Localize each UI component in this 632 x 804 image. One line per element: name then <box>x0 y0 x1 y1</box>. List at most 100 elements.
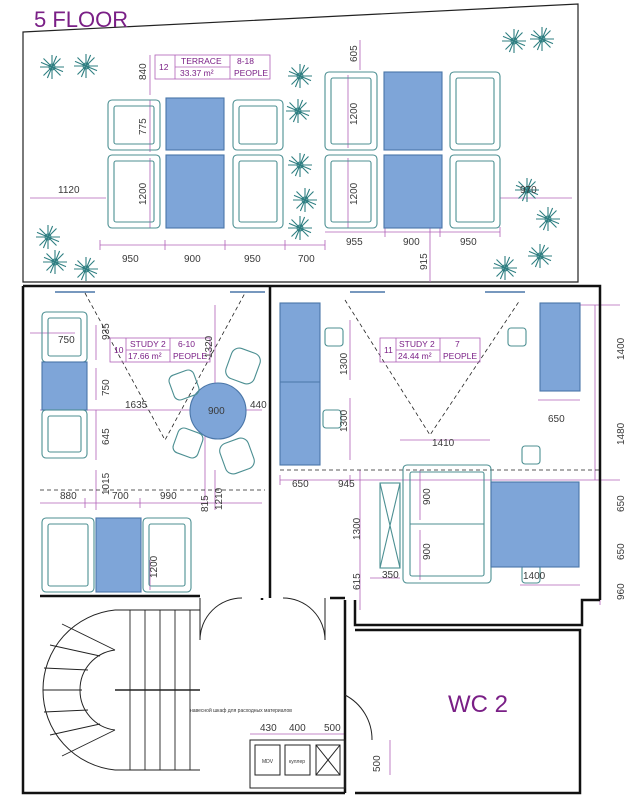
dim-1200b: 1200 <box>349 102 360 125</box>
room-number-study-a: 10 <box>114 345 124 355</box>
room-people-study-a: 6-10 <box>178 339 195 349</box>
sofa-t3 <box>107 154 161 229</box>
dashed-lines <box>40 292 600 491</box>
room-area-study-b: 24.44 m² <box>398 351 432 361</box>
desk-b <box>490 481 580 568</box>
room-people-label-terrace: PEOPLE <box>234 68 268 78</box>
sofa-t5 <box>324 71 378 151</box>
dim-1400a: 1400 <box>616 337 627 360</box>
dim-700b: 700 <box>112 491 129 502</box>
cabinet-label: навесной шкаф для расходных материалов <box>190 707 292 714</box>
dim-775: 775 <box>138 118 149 135</box>
dim-750a: 750 <box>58 335 75 346</box>
table-t3 <box>383 71 443 151</box>
table-t2 <box>165 154 225 229</box>
dim-1015: 1015 <box>101 472 112 495</box>
dim-955: 955 <box>346 237 363 248</box>
shelf-b <box>379 482 401 569</box>
dim-1120: 1120 <box>58 185 80 196</box>
cabinet-b2 <box>539 302 581 392</box>
sofa-t8 <box>449 154 501 229</box>
dim-1300a: 1300 <box>339 352 350 375</box>
sofa-b <box>402 464 492 584</box>
table-t4 <box>383 154 443 229</box>
utility-block <box>249 739 346 789</box>
sofa-a4 <box>142 517 192 593</box>
dimension-texts: 840 605 775 1200 1200 1200 1120 970 950 … <box>58 45 627 772</box>
dim-1400b: 1400 <box>523 571 546 582</box>
dim-900a: 900 <box>184 254 201 265</box>
dim-1200c: 1200 <box>349 182 360 205</box>
room-name-study-b: STUDY 2 <box>399 339 435 349</box>
room-area-study-a: 17.66 m² <box>128 351 162 361</box>
mdv-label: MDV <box>262 759 274 765</box>
dim-815: 815 <box>200 495 211 512</box>
dim-700a: 700 <box>298 254 315 265</box>
room-number-terrace: 12 <box>159 62 169 72</box>
staircase <box>42 609 200 771</box>
dim-750b: 750 <box>101 379 112 396</box>
sofa-t4 <box>232 154 284 229</box>
chairs-round <box>168 347 261 475</box>
walls <box>21 284 602 795</box>
sofa-a3 <box>41 517 95 593</box>
dim-900c: 900 <box>208 406 225 417</box>
room-number-study-b: 11 <box>384 345 393 355</box>
dim-880: 880 <box>60 491 77 502</box>
dim-650a: 650 <box>548 414 565 425</box>
dim-1320: 1320 <box>204 335 215 358</box>
dim-650b: 650 <box>292 479 309 490</box>
room-area-terrace: 33.37 m² <box>180 68 214 78</box>
room-people-terrace: 8-18 <box>237 56 254 66</box>
dim-1410: 1410 <box>432 438 455 449</box>
dim-960: 960 <box>616 583 627 600</box>
sofa-t6 <box>449 71 501 151</box>
sofa-t2 <box>232 99 284 151</box>
sofa-t1 <box>107 99 161 151</box>
page-title: 5 FLOOR <box>34 7 128 32</box>
study-b-furniture <box>279 302 581 584</box>
dim-430: 430 <box>260 723 277 734</box>
dim-900d: 900 <box>422 488 433 505</box>
dim-400: 400 <box>289 723 306 734</box>
room-people-label-study-b: PEOPLE <box>443 351 477 361</box>
dim-945: 945 <box>338 479 355 490</box>
sofa-t7 <box>324 154 378 229</box>
coffee-table-a <box>95 517 142 593</box>
dim-990: 990 <box>160 491 177 502</box>
dim-970: 970 <box>520 185 537 196</box>
dim-605: 605 <box>349 45 360 62</box>
dim-1210: 1210 <box>214 487 225 510</box>
cooler-label: куллер <box>289 759 305 765</box>
armchair-a2 <box>41 409 88 459</box>
cabinet-b1 <box>279 302 321 466</box>
dim-950a: 950 <box>122 254 139 265</box>
side-table-a <box>41 361 88 411</box>
dim-650d: 650 <box>616 543 627 560</box>
dim-1300c: 1300 <box>352 517 363 540</box>
dim-1200d: 1200 <box>149 555 160 578</box>
dim-840: 840 <box>138 63 149 80</box>
round-table <box>189 382 247 440</box>
dim-935: 935 <box>101 323 112 340</box>
dim-1480: 1480 <box>616 422 627 445</box>
room-label-study-b: 11 STUDY 2 24.44 m² 7 PEOPLE <box>379 337 481 363</box>
dim-900b: 900 <box>403 237 420 248</box>
utility-labels: навесной шкаф для расходных материалов M… <box>190 707 305 765</box>
plants <box>35 26 561 282</box>
room-people-label-study-a: PEOPLE <box>173 351 207 361</box>
terrace-furniture <box>107 71 501 229</box>
dim-615: 615 <box>352 573 363 590</box>
dim-950c: 950 <box>460 237 477 248</box>
table-t1 <box>165 97 225 151</box>
dim-950b: 950 <box>244 254 261 265</box>
room-name-terrace: TERRACE <box>181 56 222 66</box>
room-label-study-a: 10 STUDY 2 17.66 m² 6-10 PEOPLE <box>109 337 211 363</box>
study-a-furniture <box>41 311 261 593</box>
room-people-study-b: 7 <box>455 339 460 349</box>
dim-915: 915 <box>419 253 430 270</box>
room-name-wc: WC 2 <box>448 691 508 718</box>
dim-650c: 650 <box>616 495 627 512</box>
